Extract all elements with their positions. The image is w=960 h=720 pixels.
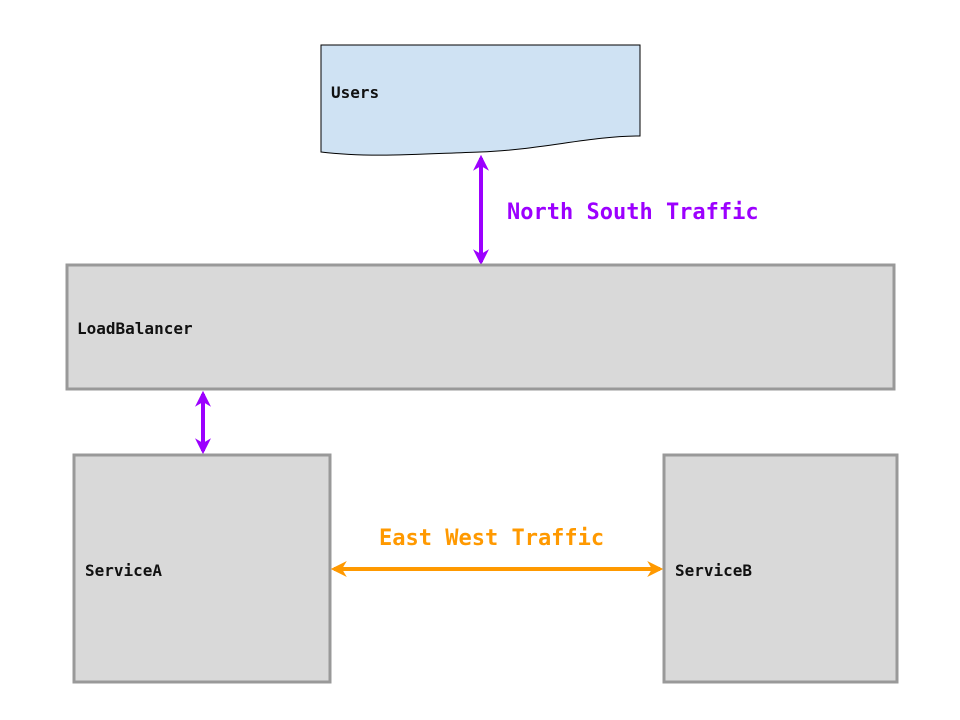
service-a-node: ServiceA — [72, 453, 332, 684]
service-a-label: ServiceA — [85, 561, 162, 580]
load-balancer-node: LoadBalancer — [65, 263, 896, 391]
north-south-traffic-label: North South Traffic — [507, 200, 759, 225]
service-b-box — [662, 453, 899, 684]
users-node: Users — [320, 44, 641, 156]
load-balancer-box — [65, 263, 896, 391]
service-a-box — [72, 453, 332, 684]
service-b-node: ServiceB — [662, 453, 899, 684]
east-west-traffic-label: East West Traffic — [379, 526, 604, 551]
service-b-label: ServiceB — [675, 561, 752, 580]
users-label: Users — [331, 83, 379, 102]
load-balancer-label: LoadBalancer — [77, 319, 193, 338]
users-document-shape — [320, 44, 641, 156]
